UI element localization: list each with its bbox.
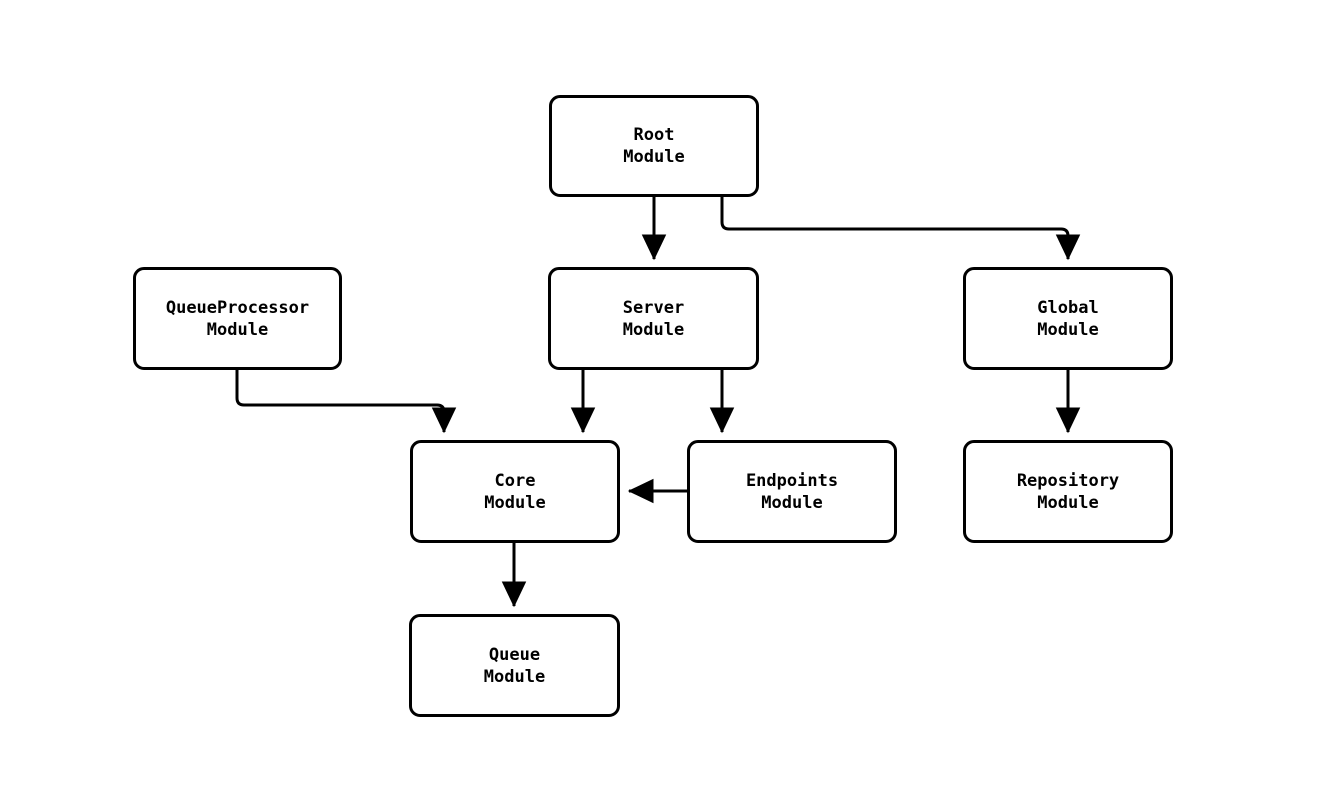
node-endpoints-module-label-line2: Module bbox=[761, 492, 823, 513]
edge-queueprocessor-to-core bbox=[235, 370, 457, 434]
edge-root-to-global bbox=[720, 197, 1081, 261]
node-global-module[interactable]: Global Module bbox=[963, 267, 1173, 370]
node-root-module-label-line2: Module bbox=[623, 147, 685, 167]
node-repository-module-label-line2: Module bbox=[1037, 492, 1099, 513]
node-server-module-label-line1: Server bbox=[622, 297, 685, 318]
node-server-module-label-line2: Module bbox=[622, 319, 685, 340]
node-endpoints-module-label-line1: Endpoints bbox=[745, 470, 839, 491]
node-global-module-label-line1: Global bbox=[1037, 297, 1099, 318]
node-core-module-label-line1: Core bbox=[494, 470, 536, 491]
node-root-module-label-line1: Root bbox=[633, 125, 675, 145]
node-core-module-label-line2: Module bbox=[484, 492, 546, 513]
node-queue-module-label-line2: Module bbox=[483, 666, 546, 687]
node-endpoints-module[interactable]: Endpoints Module bbox=[687, 440, 897, 543]
node-queueprocessor-module-label-line1: QueueProcessor bbox=[165, 297, 310, 318]
node-server-module[interactable]: Server Module bbox=[548, 267, 759, 370]
node-repository-module-label-line1: Repository bbox=[1016, 470, 1120, 491]
node-core-module[interactable]: Core Module bbox=[410, 440, 620, 543]
node-repository-module[interactable]: Repository Module bbox=[963, 440, 1173, 543]
node-root-module[interactable]: Root Module bbox=[549, 95, 759, 197]
node-queueprocessor-module[interactable]: QueueProcessor Module bbox=[133, 267, 342, 370]
node-global-module-label-line2: Module bbox=[1037, 319, 1099, 340]
node-queue-module-label-line1: Queue bbox=[488, 644, 541, 665]
node-queueprocessor-module-label-line2: Module bbox=[206, 319, 269, 340]
node-queue-module[interactable]: Queue Module bbox=[409, 614, 620, 717]
